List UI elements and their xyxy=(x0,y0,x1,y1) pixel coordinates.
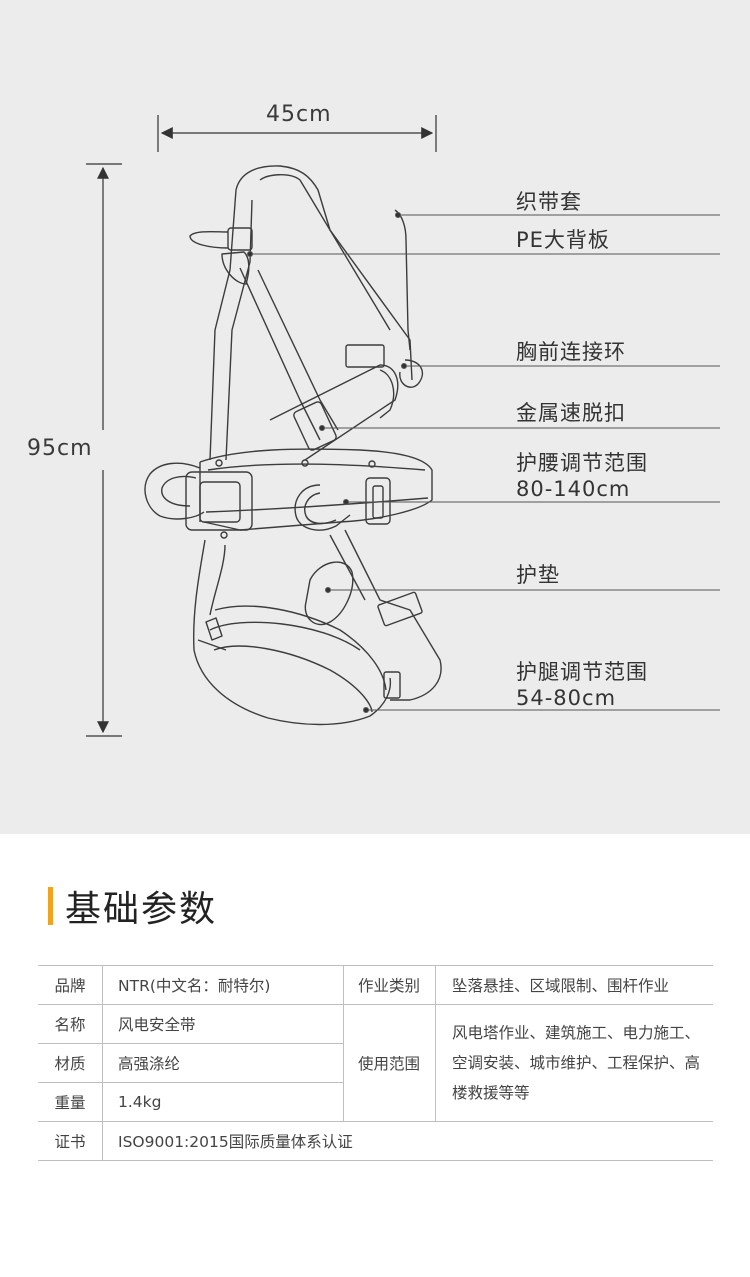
type-value: 坠落悬挂、区域限制、围杆作业 xyxy=(452,976,670,995)
name-label: 名称 xyxy=(54,1015,86,1034)
material-label: 材质 xyxy=(54,1054,86,1073)
product-diagram: 45cm 95cm 织带套 PE大背板 胸前连接环 金属速脱扣 护腰调节范围 8… xyxy=(0,0,750,834)
callout-pad: 护垫 xyxy=(516,563,560,587)
width-label: 45cm xyxy=(266,102,332,127)
name-value: 风电安全带 xyxy=(118,1015,196,1034)
section-title: 基础参数 xyxy=(65,889,218,930)
callout-waist-range-value: 80-140cm xyxy=(516,477,631,501)
callout-chest-ring: 胸前连接环 xyxy=(516,340,626,364)
callout-leaders xyxy=(247,212,720,713)
accent-bar xyxy=(48,887,53,925)
height-label: 95cm xyxy=(27,436,93,461)
callout-leg-range: 护腿调节范围 xyxy=(516,660,648,684)
callout-waist-range: 护腰调节范围 xyxy=(516,451,648,475)
callout-back-plate: PE大背板 xyxy=(516,228,610,252)
section-heading: 基础参数 xyxy=(48,884,217,930)
harness-illustration xyxy=(86,115,720,737)
usage-label: 使用范围 xyxy=(357,1054,420,1073)
material-value: 高强涤纶 xyxy=(118,1054,181,1073)
spec-table: 品牌 NTR(中文名：耐特尔) 作业类别 坠落悬挂、区域限制、围杆作业 名称 风… xyxy=(38,965,713,1161)
width-dimension xyxy=(157,115,437,152)
brand-label: 品牌 xyxy=(54,976,86,995)
harness-drawing xyxy=(144,165,442,726)
callout-quick-buckle: 金属速脱扣 xyxy=(516,401,626,425)
type-label: 作业类别 xyxy=(357,976,420,995)
height-dimension xyxy=(86,163,122,737)
usage-value: 风电塔作业、建筑施工、电力施工、空调安装、城市维护、工程保护、高楼救援等等 xyxy=(452,1023,701,1102)
callout-webbing-loop: 织带套 xyxy=(516,190,582,214)
cert-value: ISO9001:2015国际质量体系认证 xyxy=(118,1132,353,1151)
callout-leg-range-value: 54-80cm xyxy=(516,686,617,710)
brand-value: NTR(中文名：耐特尔) xyxy=(118,976,271,995)
cert-label: 证书 xyxy=(54,1132,86,1151)
weight-label: 重量 xyxy=(54,1093,86,1112)
weight-value: 1.4kg xyxy=(118,1092,162,1111)
